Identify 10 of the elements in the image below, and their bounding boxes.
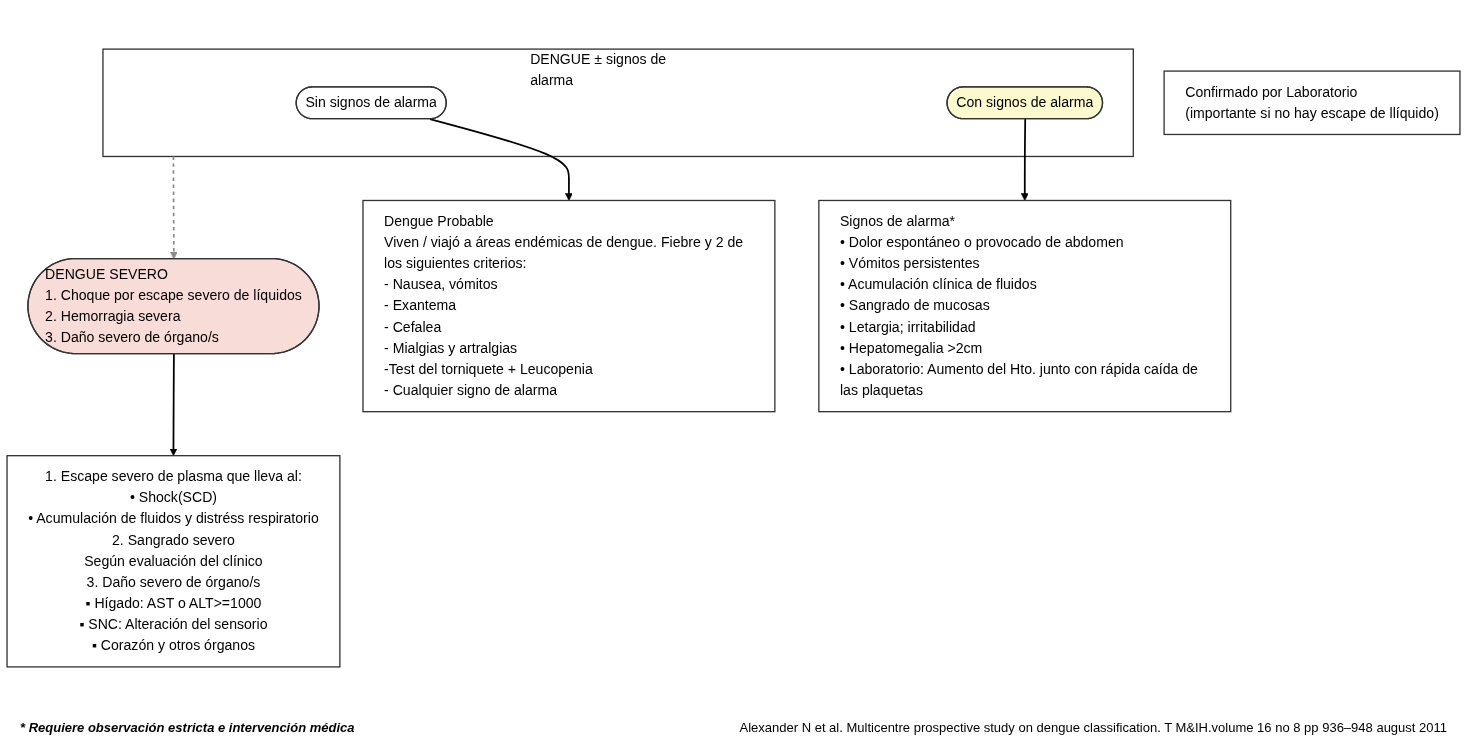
node-box: Signos de alarma* • Dolor espontáneo o provocado de abdomen • Vómitos persistentes • Acumulación clínica de fluidos • Sangrado de mucosas • Letargia; irritabilidad • Hepatomegalia >2cm • Laboratorio: Aumento del Hto. junto con rápida caída de las plaquetas (818, 199, 1232, 413)
arrow (169, 353, 178, 457)
node-box: Confirmado por Laboratorio (importante si no hay escape de llíquido) (1163, 70, 1461, 136)
node-box: Dengue Probable Viven / viajó a áreas endémicas de dengue. Fiebre y 2 de los siguientes criterios: - Nausea, vómitos - Exantema - Cefalea - Mialgias y artralgias -Test del torniquete + Leucopenia - Cualquier signo de alarma (362, 199, 776, 413)
arrow (1020, 118, 1029, 201)
node-box: 1. Escape severo de plasma que lleva al: • Shock(SCD) • Acumulación de fluidos y distréss respiratorio 2. Sangrado severo Según evaluación del clínico 3. Daño severo de órgano/s ▪ Hígado: AST o ALT>=1000 ▪ SNC: Alteración del sensorio ▪ Corazón y otros órganos (6, 455, 341, 668)
footnote-text: Alexander N et al. Multicentre prospective study on dengue classification. T M&IH.volume 16 no 8 pp 936–948 august 2011 (739, 720, 1447, 735)
footnote-text: * Requiere observación estricta e intervención médica (20, 720, 355, 735)
arrow (429, 118, 573, 201)
arrow (170, 155, 178, 260)
